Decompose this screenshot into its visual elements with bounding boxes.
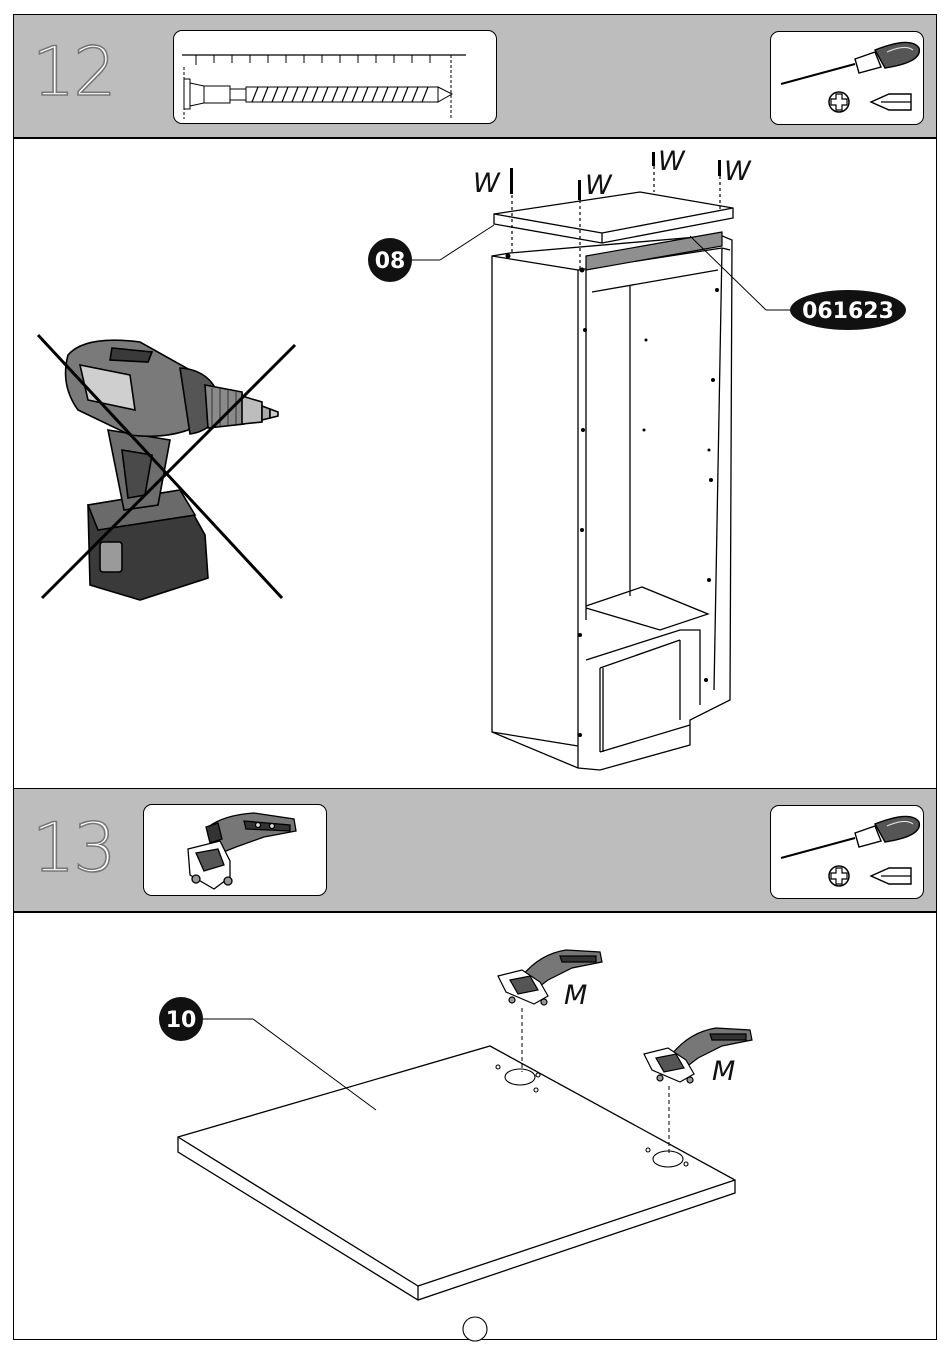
hinge-2-icon xyxy=(644,1028,752,1083)
label-m-2: M xyxy=(712,1056,735,1087)
label-m-1: M xyxy=(564,980,587,1011)
page-number-circle xyxy=(463,1317,487,1341)
callout-10-text: 10 xyxy=(166,1008,197,1033)
